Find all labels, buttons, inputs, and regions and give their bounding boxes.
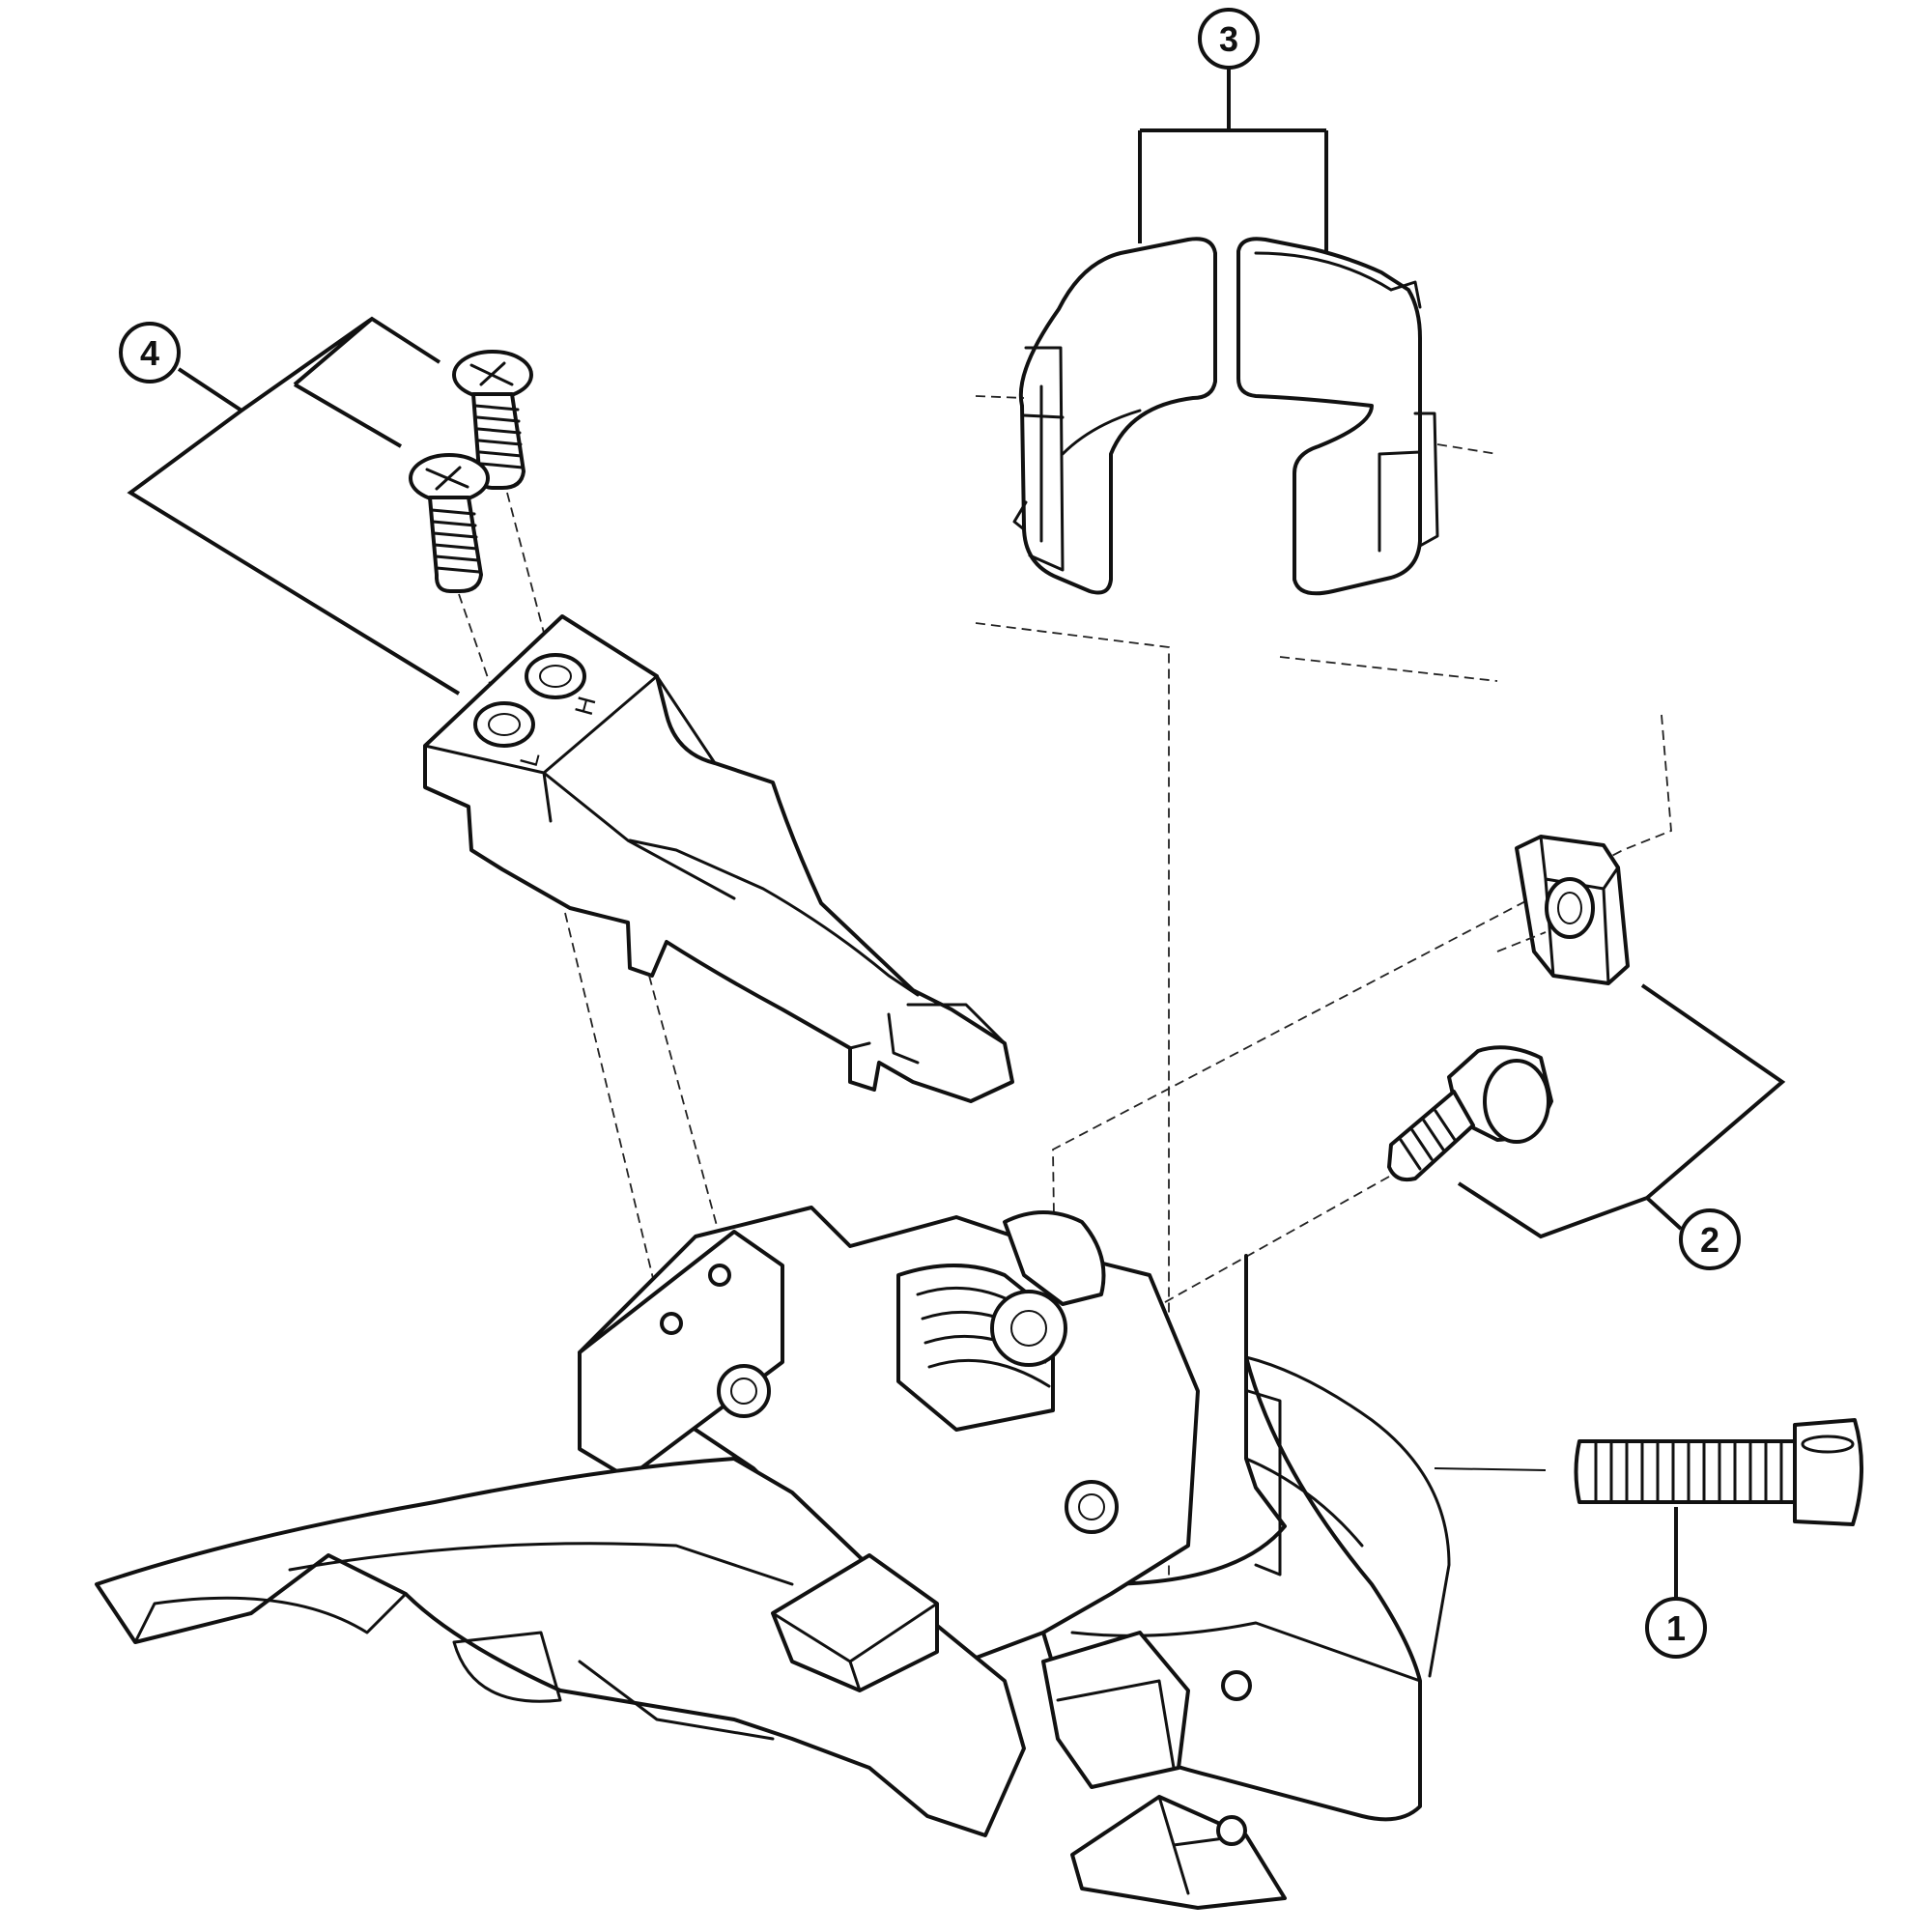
callout-3-leader: [1138, 68, 1328, 259]
rear-bracket: [1041, 1631, 1190, 1789]
callout-2-leader: [1457, 983, 1786, 1239]
guide-tab: [771, 1553, 939, 1692]
adjust-screw-low: [409, 453, 503, 721]
band-axis-left: [975, 395, 1025, 399]
plate-hole-low: [473, 701, 535, 748]
band-right-half: [1236, 237, 1422, 596]
pivot-pin-mid: [1221, 1670, 1252, 1701]
callout-4-leader: [127, 316, 461, 696]
callout-2: 2: [1457, 983, 1786, 1270]
adjust-screw-high: [452, 350, 561, 696]
callout-1: 1: [1645, 1507, 1707, 1659]
clamp-bolt: [1100, 1045, 1553, 1339]
callout-4: 4: [119, 316, 461, 696]
plate-body: [423, 614, 1014, 1103]
pivot-pin-lower: [1216, 1815, 1247, 1846]
ring-tail: [1070, 1795, 1287, 1910]
band-left-half: [1018, 237, 1217, 595]
cable-fixing-bolt: [1434, 1418, 1864, 1526]
clamp-nut: [1496, 835, 1630, 985]
callout-3: 3: [1138, 8, 1328, 259]
callout-3-label: 3: [1219, 19, 1238, 59]
adjust-plate: H L: [423, 614, 1014, 1295]
callout-2-label: 2: [1700, 1220, 1719, 1260]
callout-4-circle: [119, 322, 181, 384]
mount-block: [578, 1230, 784, 1480]
band-right-tab: [1378, 412, 1439, 553]
callout-4-label: 4: [140, 333, 159, 373]
band-axis-right: [1436, 443, 1498, 455]
clamp-band-adapter: [975, 237, 1498, 596]
band-left-tab: [1024, 346, 1065, 572]
callout-1-label: 1: [1666, 1608, 1686, 1648]
return-spring: [896, 1210, 1106, 1432]
plate-hole-high: [525, 653, 586, 699]
front-derailleur-body: [95, 1206, 1451, 1910]
block-hole-a: [708, 1264, 731, 1287]
pivot-upper: [717, 1364, 771, 1418]
pivot-right: [1065, 1480, 1119, 1534]
callout-2-circle: [1679, 1208, 1741, 1270]
block-hole-b: [660, 1312, 683, 1335]
